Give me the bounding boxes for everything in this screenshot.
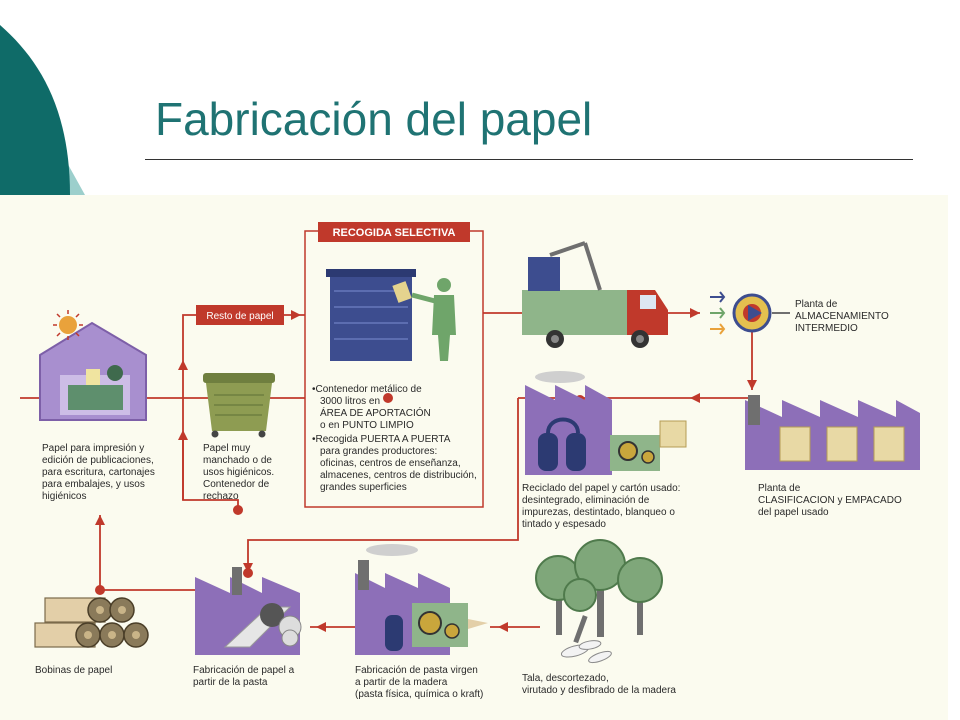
corner-dark-shape xyxy=(0,25,70,195)
paper-reels-illustration xyxy=(34,597,149,648)
flow-dot-bin xyxy=(233,505,243,515)
reels-label: Bobinas de papel xyxy=(35,665,112,676)
arrow-down-storage xyxy=(747,380,757,390)
flow-dot-papermaking xyxy=(243,568,253,578)
sorting-label: Planta de CLASIFICACION y EMPACADO del p… xyxy=(758,483,905,518)
logging-label: Tala, descortezado, virutado y desfibrad… xyxy=(522,673,676,696)
flow-dot-container xyxy=(383,393,393,403)
storage-label: Planta de ALMACENAMIENTO INTERMEDIO xyxy=(795,299,892,334)
title-divider xyxy=(145,159,913,160)
virgin-pulp-factory-illustration xyxy=(355,544,488,655)
papermaking-label: Fabricación de papel a partir de la past… xyxy=(193,665,297,688)
selective-collection-box: RECOGIDA SELECTIVA xyxy=(304,222,484,508)
page-title: Fabricación del papel xyxy=(155,93,593,145)
arrow-left-pulp xyxy=(498,622,508,632)
recycling-label: Reciclado del papel y cartón usado: desi… xyxy=(522,483,683,530)
flow-recycling-down xyxy=(247,398,519,573)
arrow-right-to-box xyxy=(291,310,301,320)
arrow-up-1 xyxy=(178,360,188,370)
sun-icon xyxy=(53,310,83,340)
arrow-left-papermaking xyxy=(316,622,326,632)
rejection-bin-illustration xyxy=(203,373,275,438)
flow-dot-reels xyxy=(95,585,105,595)
arrow-up-reels xyxy=(95,515,105,525)
container-label: •Contenedor metálico de 3000 litros en Á… xyxy=(312,384,480,493)
house-label: Papel para impresión y edición de public… xyxy=(42,443,158,502)
paper-recycling-diagram: Papel para impresión y edición de public… xyxy=(0,195,948,720)
sorting-plant-illustration xyxy=(745,395,920,470)
person-icon xyxy=(411,278,456,361)
recycling-factory-illustration xyxy=(525,371,687,475)
storage-plant-icon xyxy=(710,291,790,335)
arrow-truck xyxy=(690,308,700,318)
corner-decoration xyxy=(0,25,85,195)
house-illustration xyxy=(39,321,147,421)
resto-de-papel-badge: Resto de papel xyxy=(196,305,284,325)
arrow-left-recycling xyxy=(690,393,700,403)
virgin-pulp-label: Fabricación de pasta virgen a partir de … xyxy=(355,665,483,700)
svg-text:RECOGIDA SELECTIVA: RECOGIDA SELECTIVA xyxy=(333,227,456,239)
svg-text:Resto de papel: Resto de papel xyxy=(206,311,273,322)
truck-illustration xyxy=(522,241,668,348)
papermaking-factory-illustration xyxy=(195,567,302,655)
metal-container-illustration xyxy=(326,269,416,361)
bin-label: Papel muy manchado o de usos higiénicos.… xyxy=(203,443,277,502)
trees-illustration xyxy=(535,539,663,664)
